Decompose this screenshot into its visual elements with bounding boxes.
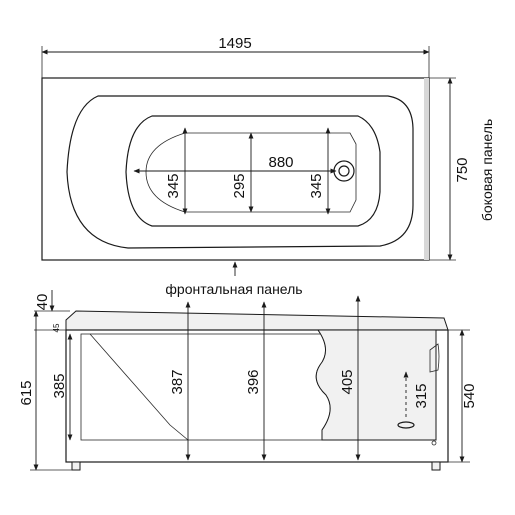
side-body: [65, 329, 449, 463]
dim-right-height: 540: [461, 383, 478, 408]
tub-outline: [41, 77, 430, 261]
dim-length: 1495: [218, 35, 251, 52]
leg-left: [71, 461, 81, 471]
front-panel-label: фронтальная панель: [165, 281, 302, 297]
side-view: 40 45 615 385 387 396 405 315 540: [18, 290, 478, 471]
tub-inner-contour: [66, 95, 414, 249]
dim-total-height: 615: [18, 380, 35, 405]
tub-bottom: [145, 132, 357, 213]
dim-mid: 295: [231, 173, 248, 198]
dim-inner-length: 880: [268, 154, 293, 171]
side-panel-label: боковая панель: [479, 119, 495, 221]
drain-outer: [333, 160, 355, 182]
dim-foot: 345: [308, 173, 325, 198]
dim-rim-small: 45: [52, 323, 61, 332]
drain-inner: [338, 165, 350, 177]
leg-right: [431, 461, 441, 471]
dim-rim-top: 40: [34, 294, 51, 311]
overflow-fitting: [429, 343, 440, 373]
tub-basin: [125, 115, 381, 227]
cutaway-area: [315, 329, 437, 441]
side-rim: [65, 310, 449, 331]
drain-fitting: [397, 421, 415, 429]
dim-depth-2: 396: [245, 369, 262, 394]
dim-head: 345: [165, 173, 182, 198]
rim-shade: [424, 78, 429, 260]
dim-depth-1: 387: [169, 369, 186, 394]
dim-left-height: 385: [51, 373, 68, 398]
dim-depth-3: 405: [339, 369, 356, 394]
top-view: 1495 750 боковая панель 880 345 295 345 …: [41, 35, 495, 297]
dim-drain-height: 315: [413, 383, 430, 408]
dim-width: 750: [454, 157, 471, 182]
screw-mark: [431, 440, 437, 446]
backrest-line: [89, 333, 189, 441]
